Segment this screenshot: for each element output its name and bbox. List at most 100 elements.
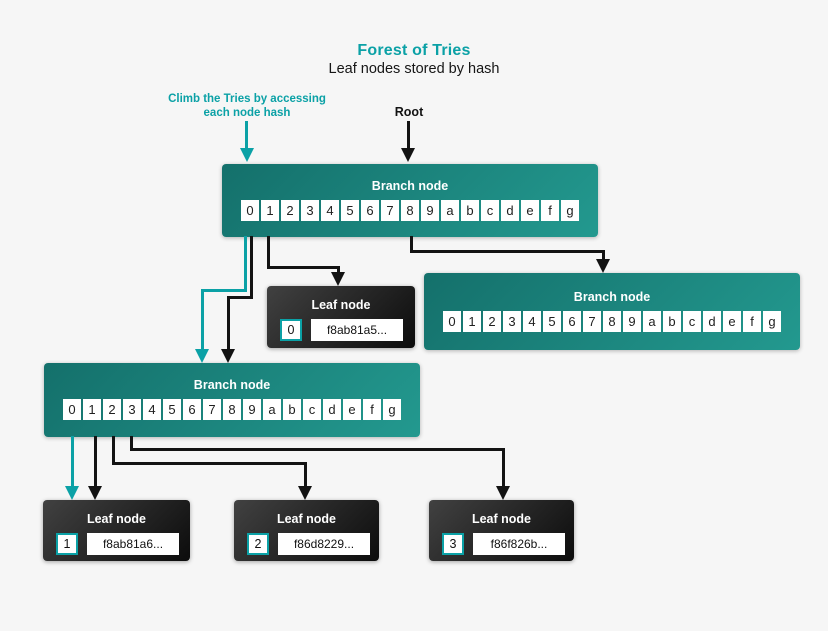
leaf-node-label: Leaf node — [276, 512, 337, 526]
branch-cell-5: 5 — [163, 399, 181, 420]
branch-cell-5: 5 — [341, 200, 359, 221]
leaf-node-label: Leaf node — [311, 298, 371, 312]
branch-cell-2: 2 — [483, 311, 501, 332]
branch-cell-a: a — [643, 311, 661, 332]
branch-cell-f: f — [541, 200, 559, 221]
root-arrow-head-icon — [401, 148, 415, 162]
branch-cell-4: 4 — [523, 311, 541, 332]
branch-cell-1: 1 — [463, 311, 481, 332]
branch-cell-g: g — [763, 311, 781, 332]
branch-cell-4: 4 — [143, 399, 161, 420]
edge-cell3-leaf3 — [130, 436, 133, 451]
branch-cell-2: 2 — [281, 200, 299, 221]
branch-cell-e: e — [723, 311, 741, 332]
climb-path-arrow-head-icon — [195, 349, 209, 363]
branch-cell-c: c — [303, 399, 321, 420]
leaf-node-2: Leaf node 2 f86d8229... — [234, 500, 379, 561]
leaf-node-label: Leaf node — [471, 512, 532, 526]
branch-cell-7: 7 — [381, 200, 399, 221]
edge-cell8-right-branch — [410, 250, 605, 253]
edge-cell3-leaf3 — [130, 448, 505, 451]
edge-cell8-right-branch — [602, 250, 605, 261]
branch-cell-g: g — [383, 399, 401, 420]
edge-arrow-head-icon — [221, 349, 235, 363]
leaf-node-row: 0 f8ab81a5... — [280, 319, 415, 341]
page-subtitle: Leaf nodes stored by hash — [328, 61, 500, 77]
leaf-hash-value: f8ab81a6... — [87, 533, 179, 555]
branch-cell-d: d — [501, 200, 519, 221]
edge-arrow-head-icon — [298, 486, 312, 500]
branch-cell-c: c — [683, 311, 701, 332]
leaf-hash-value: f86d8229... — [278, 533, 370, 555]
edge-arrow-head-icon — [496, 486, 510, 500]
leaf-index-cell: 2 — [247, 533, 269, 555]
leaf-node-row: 1 f8ab81a6... — [56, 533, 190, 555]
branch-cell-d: d — [703, 311, 721, 332]
branch-cell-7: 7 — [203, 399, 221, 420]
branch-cell-0: 0 — [443, 311, 461, 332]
branch-cell-a: a — [263, 399, 281, 420]
branch-cell-b: b — [461, 200, 479, 221]
branch-cell-1: 1 — [83, 399, 101, 420]
branch-cell-0: 0 — [63, 399, 81, 420]
branch-cell-e: e — [343, 399, 361, 420]
leaf-hash-value: f8ab81a5... — [311, 319, 403, 341]
branch-cell-8: 8 — [603, 311, 621, 332]
climb-annotation: Climb the Tries by accessing each node h… — [168, 93, 326, 119]
edge-cell0-left-branch — [227, 296, 253, 299]
branch-cell-8: 8 — [223, 399, 241, 420]
branch-cell-4: 4 — [321, 200, 339, 221]
branch-cell-9: 9 — [243, 399, 261, 420]
edge-cell1-leaf0 — [267, 236, 270, 269]
leaf-hash-value: f86f826b... — [473, 533, 565, 555]
branch-cell-0: 0 — [241, 200, 259, 221]
branch-cell-1: 1 — [261, 200, 279, 221]
climb-arrow-head-icon — [240, 148, 254, 162]
edge-cell3-leaf3 — [502, 448, 505, 487]
root-annotation: Root — [394, 105, 424, 119]
edge-arrow-head-icon — [331, 272, 345, 286]
edge-cell0-left-branch — [250, 236, 253, 299]
edge-cell1-leaf0 — [337, 266, 340, 274]
branch-node-label: Branch node — [371, 179, 449, 193]
branch-node-label: Branch node — [193, 378, 271, 392]
leaf-node-row: 2 f86d8229... — [247, 533, 379, 555]
branch-cell-2: 2 — [103, 399, 121, 420]
page-title: Forest of Tries — [357, 42, 471, 59]
climb-path-segment — [71, 436, 74, 487]
branch-cell-d: d — [323, 399, 341, 420]
branch-cell-3: 3 — [301, 200, 319, 221]
branch-cell-f: f — [363, 399, 381, 420]
branch-cell-b: b — [283, 399, 301, 420]
branch-cell-a: a — [441, 200, 459, 221]
leaf-node-3: Leaf node 3 f86f826b... — [429, 500, 574, 561]
branch-cell-b: b — [663, 311, 681, 332]
climb-path-segment — [244, 236, 247, 292]
edge-arrow-head-icon — [88, 486, 102, 500]
edge-cell2-leaf2 — [112, 462, 307, 465]
climb-arrow-line — [245, 121, 248, 150]
edge-arrow-head-icon — [596, 259, 610, 273]
edge-cell8-right-branch — [410, 236, 413, 253]
edge-cell1-leaf0 — [267, 266, 340, 269]
leaf-node-0: Leaf node 0 f8ab81a5... — [267, 286, 415, 348]
edge-cell0-left-branch — [227, 296, 230, 350]
climb-path-segment — [201, 289, 247, 292]
branch-cell-c: c — [481, 200, 499, 221]
branch-cell-9: 9 — [421, 200, 439, 221]
branch-cell-9: 9 — [623, 311, 641, 332]
leaf-node-label: Leaf node — [86, 512, 147, 526]
leaf-index-cell: 0 — [280, 319, 302, 341]
leaf-index-cell: 1 — [56, 533, 78, 555]
branch-cell-5: 5 — [543, 311, 561, 332]
branch-cell-e: e — [521, 200, 539, 221]
leaf-node-1: Leaf node 1 f8ab81a6... — [43, 500, 190, 561]
branch-cell-3: 3 — [123, 399, 141, 420]
edge-cell2-leaf2 — [112, 436, 115, 465]
